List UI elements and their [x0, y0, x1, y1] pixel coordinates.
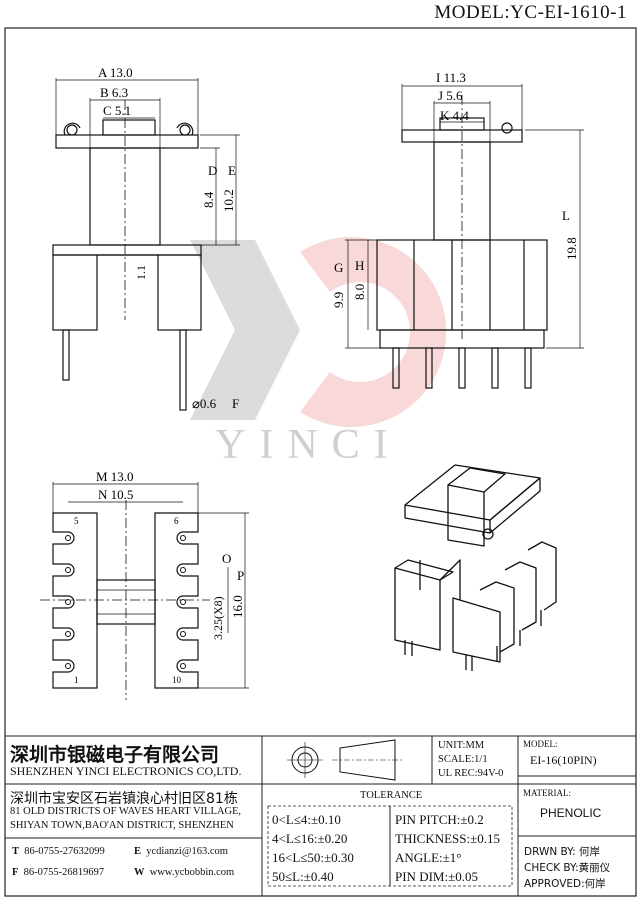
dim-l-label: L: [562, 208, 570, 223]
pin-1-label: 1: [74, 675, 79, 685]
isometric-view: [394, 464, 557, 671]
tolerance-row: 4<L≤16:±0.20: [272, 831, 348, 846]
material-value: PHENOLIC: [540, 806, 602, 820]
checked-by: CHECK BY:黄丽仪: [524, 862, 611, 874]
tolerance-title: TOLERANCE: [360, 790, 423, 801]
dim-p-label: P: [237, 568, 244, 583]
tolerance-row: THICKNESS:±0.15: [395, 831, 501, 846]
dim-i: I 11.3: [436, 70, 466, 85]
dim-n: N 10.5: [98, 487, 133, 502]
unit-label: UNIT:MM: [438, 740, 485, 751]
address-en-1: 81 OLD DISTRICTS OF WAVES HEART VILLAGE,: [10, 806, 242, 817]
dim-g-label: G: [334, 260, 343, 275]
dim-d-label: D: [208, 163, 217, 178]
tolerance-row: PIN DIM:±0.05: [395, 869, 478, 884]
contact-tel: T 86-0755-27632099: [12, 846, 105, 857]
dim-g-value: 9.9: [331, 292, 346, 308]
drawn-by: DRWN BY: 何岸: [524, 846, 601, 858]
tolerance-row: 16<L≤50:±0.30: [272, 850, 354, 865]
dim-e-label: E: [228, 163, 236, 178]
dim-b: B 6.3: [100, 85, 128, 100]
tolerance-row: 50≤L:±0.40: [272, 869, 334, 884]
tolerance-list-right: PIN PITCH:±0.2 THICKNESS:±0.15 ANGLE:±1°…: [395, 810, 500, 886]
contact-fax: F 86-0755-26819697: [12, 867, 104, 878]
tolerance-row: ANGLE:±1°: [395, 850, 462, 865]
web-value: www.ycbobbin.com: [149, 867, 235, 878]
dim-j: J 5.6: [438, 88, 463, 103]
dim-l-value: 19.8: [564, 237, 579, 260]
pin-10-label: 10: [172, 675, 182, 685]
model-label: MODEL:: [523, 739, 558, 749]
model-value: EI-16(10PIN): [530, 753, 597, 767]
dim-a: A 13.0: [98, 65, 133, 80]
dim-f-label: F: [232, 396, 239, 411]
fax-label: F: [12, 867, 19, 878]
front-view: [52, 78, 240, 411]
company-name-cn: 深圳市银磁电子有限公司: [10, 744, 220, 766]
email-label: E: [134, 846, 142, 857]
dim-m: M 13.0: [96, 469, 134, 484]
tel-value: 86-0755-27632099: [24, 846, 105, 857]
side-view: [345, 84, 584, 389]
pin-5-label: 5: [74, 516, 79, 526]
scale-label: SCALE:1/1: [438, 754, 488, 765]
dim-c: C 5.1: [103, 103, 131, 118]
dim-k: K 4.4: [440, 108, 469, 123]
company-name-en: SHENZHEN YINCI ELECTRONICS CO,LTD.: [10, 764, 242, 778]
dim-e-value: 10.2: [221, 189, 236, 212]
bottom-view-pin-holes: [65, 535, 186, 669]
watermark-text: YINCI: [215, 422, 402, 468]
web-label: W: [134, 867, 145, 878]
drawing-border: [4, 27, 637, 897]
tolerance-row: PIN PITCH:±0.2: [395, 812, 484, 827]
tel-label: T: [12, 846, 20, 857]
projection-symbol: [287, 739, 402, 781]
tolerance-list-left: 0<L≤4:±0.10 4<L≤16:±0.20 16<L≤50:±0.30 5…: [272, 810, 354, 886]
dim-o-label: O: [222, 551, 231, 566]
approved-by: APPROVED:何岸: [524, 878, 606, 890]
dim-h-value: 8.0: [352, 284, 367, 300]
dim-p-value: 16.0: [230, 595, 245, 618]
model-title: MODEL:YC-EI-1610-1: [434, 2, 627, 23]
dim-h-label: H: [355, 258, 364, 273]
bottom-view: [40, 482, 249, 700]
pin-6-label: 6: [174, 516, 179, 526]
contact-web: W www.ycbobbin.com: [134, 867, 234, 878]
title-block: [5, 735, 636, 896]
tolerance-row: 0<L≤4:±0.10: [272, 812, 341, 827]
address-cn: 深圳市宝安区石岩镇浪心村旧区81栋: [10, 791, 238, 807]
dim-1-1: 1.1: [134, 265, 148, 280]
watermark-logo: YINCI: [190, 237, 447, 468]
dim-f-value: ⌀0.6: [192, 396, 217, 411]
material-label: MATERIAL:: [523, 788, 571, 798]
dim-d-value: 8.4: [201, 191, 216, 208]
dim-o-value: 3.25(X8): [211, 596, 225, 640]
address-en-2: SHIYAN TOWN,BAO'AN DISTRICT, SHENZHEN: [10, 820, 234, 831]
fax-value: 86-0755-26819697: [23, 867, 105, 878]
contact-email: E ycdianzi@163.com: [134, 846, 228, 857]
email-value: ycdianzi@163.com: [146, 846, 228, 857]
ul-rec-label: UL REC:94V-0: [438, 768, 504, 779]
